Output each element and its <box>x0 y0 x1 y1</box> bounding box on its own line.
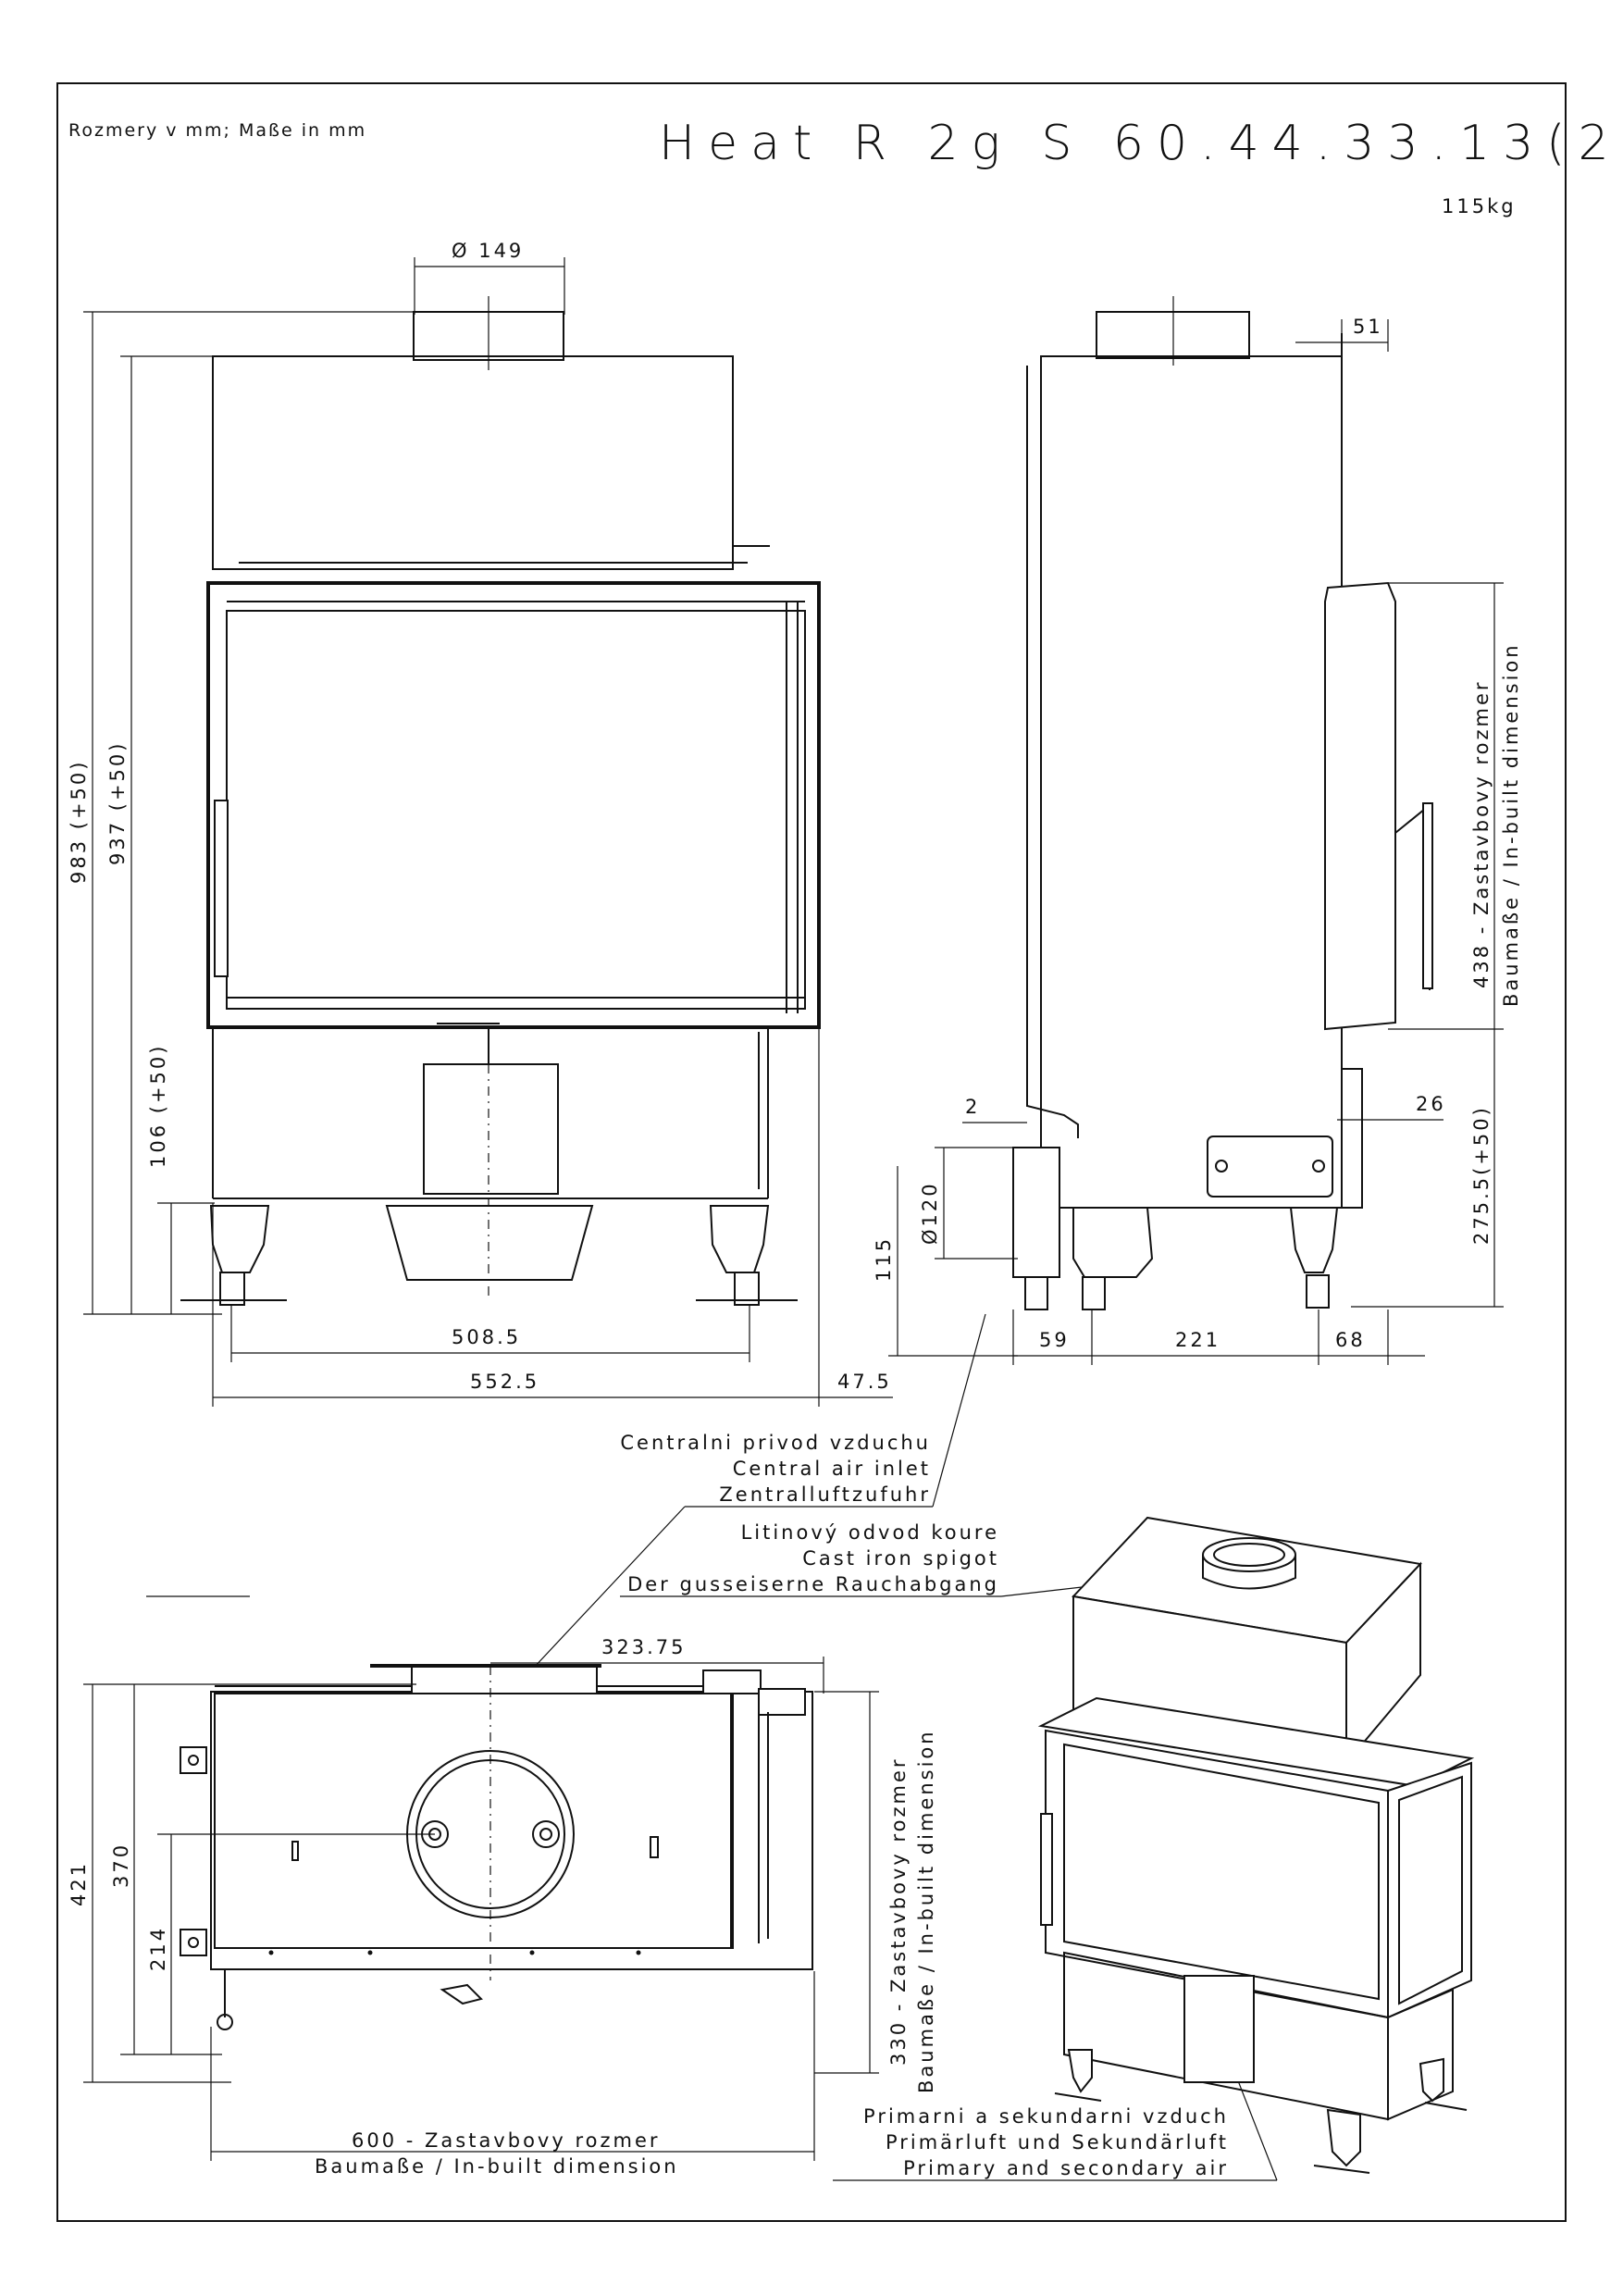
top-outer-plate <box>210 1691 813 1970</box>
label-spigot-en: Cast iron spigot <box>802 1547 999 1570</box>
vent-plate <box>1207 1136 1333 1198</box>
dim-inlet-height: 115 <box>873 1236 895 1282</box>
top-dimensions: 323.75 421 370 214 330 - Zastavbovy rozm… <box>68 1636 937 2178</box>
front-dimensions: Ø 149 983 (+50) 937 (+50) 106 (+50) 508.… <box>68 240 893 1407</box>
air-box <box>385 1205 594 1281</box>
dim-depth-total: 421 <box>68 1861 90 1906</box>
weight-label: 115kg <box>1442 195 1517 217</box>
top-view <box>180 1664 813 2030</box>
dim-height-body: 937 (+50) <box>106 741 129 865</box>
dim-flue-offset: 323.75 <box>601 1636 686 1658</box>
top-body <box>214 1693 734 1949</box>
leg-right <box>709 1205 770 1273</box>
dim-foot-offset: 26 <box>1416 1093 1446 1115</box>
dim-inlet-diameter: Ø120 <box>919 1181 941 1245</box>
upper-housing <box>212 355 734 570</box>
side-view <box>1012 296 1433 1310</box>
dim-width-builtin: 600 - Zastavbovy rozmer <box>352 2129 661 2152</box>
dim-builtin-sublabel: Baumaße / In-built dimension <box>1500 642 1522 1007</box>
door-profile <box>1324 581 1396 1031</box>
leg-left <box>209 1205 270 1273</box>
label-primary-en: Primary and secondary air <box>903 2157 1229 2179</box>
label-spigot-de: Der gusseiserne Rauchabgang <box>627 1573 999 1595</box>
dim-builtin-depth-sub: Baumaße / In-built dimension <box>915 1729 937 2093</box>
callouts: Centralni privod vzduchu Central air inl… <box>146 1313 1278 2181</box>
side-dimensions: 51 438 - Zastavbovy rozmer Baumaße / In-… <box>873 316 1522 1365</box>
dim-height-total: 983 (+50) <box>68 760 90 884</box>
dim-width-inner: 508.5 <box>452 1326 521 1348</box>
label-spigot-cz: Litinový odvod koure <box>741 1521 999 1544</box>
dim-59: 59 <box>1039 1329 1070 1351</box>
dim-wall-gap: 2 <box>965 1096 980 1118</box>
label-primary-cz: Primarni a sekundarni vzduch <box>863 2105 1229 2128</box>
door-handle <box>214 800 229 977</box>
dim-width-total: 552.5 <box>470 1371 539 1393</box>
label-primary-de: Primärluft und Sekundärluft <box>886 2131 1229 2153</box>
ash-drawer <box>423 1063 559 1195</box>
door-frame <box>206 581 821 1029</box>
dim-depth-214: 214 <box>147 1926 169 1971</box>
dim-foot-height: 275.5(+50) <box>1470 1105 1493 1245</box>
dim-leg-adjust: 106 (+50) <box>147 1044 169 1168</box>
dim-builtin-label: 438 - Zastavbovy rozmer <box>1470 680 1493 989</box>
isometric-view <box>1037 1516 1475 2174</box>
iso-frame-top <box>1037 1696 1475 1788</box>
label-air-inlet-de: Zentralluftzufuhr <box>719 1483 931 1506</box>
dim-depth-370: 370 <box>110 1843 132 1888</box>
dim-builtin-depth: 330 - Zastavbovy rozmer <box>887 1757 910 2066</box>
sheet-frame <box>56 82 1567 2222</box>
dim-flue-diameter: Ø 149 <box>452 240 524 262</box>
dim-top-offset: 51 <box>1353 316 1383 338</box>
label-air-inlet-en: Central air inlet <box>733 1458 931 1480</box>
label-air-inlet-cz: Centralni privod vzduchu <box>620 1432 931 1454</box>
units-note: Rozmery v mm; Maße in mm <box>68 120 366 141</box>
dim-68: 68 <box>1335 1329 1366 1351</box>
product-title: Heat R 2g S 60.44.33.13(23) <box>659 116 1623 171</box>
air-inlet-duct <box>1012 1147 1060 1278</box>
dim-221: 221 <box>1175 1329 1220 1351</box>
dim-offset: 47.5 <box>837 1371 892 1393</box>
dim-width-builtin-sub: Baumaße / In-built dimension <box>315 2155 679 2178</box>
front-view <box>180 296 821 1306</box>
side-body <box>1040 355 1343 1209</box>
door-glass <box>226 610 806 1010</box>
